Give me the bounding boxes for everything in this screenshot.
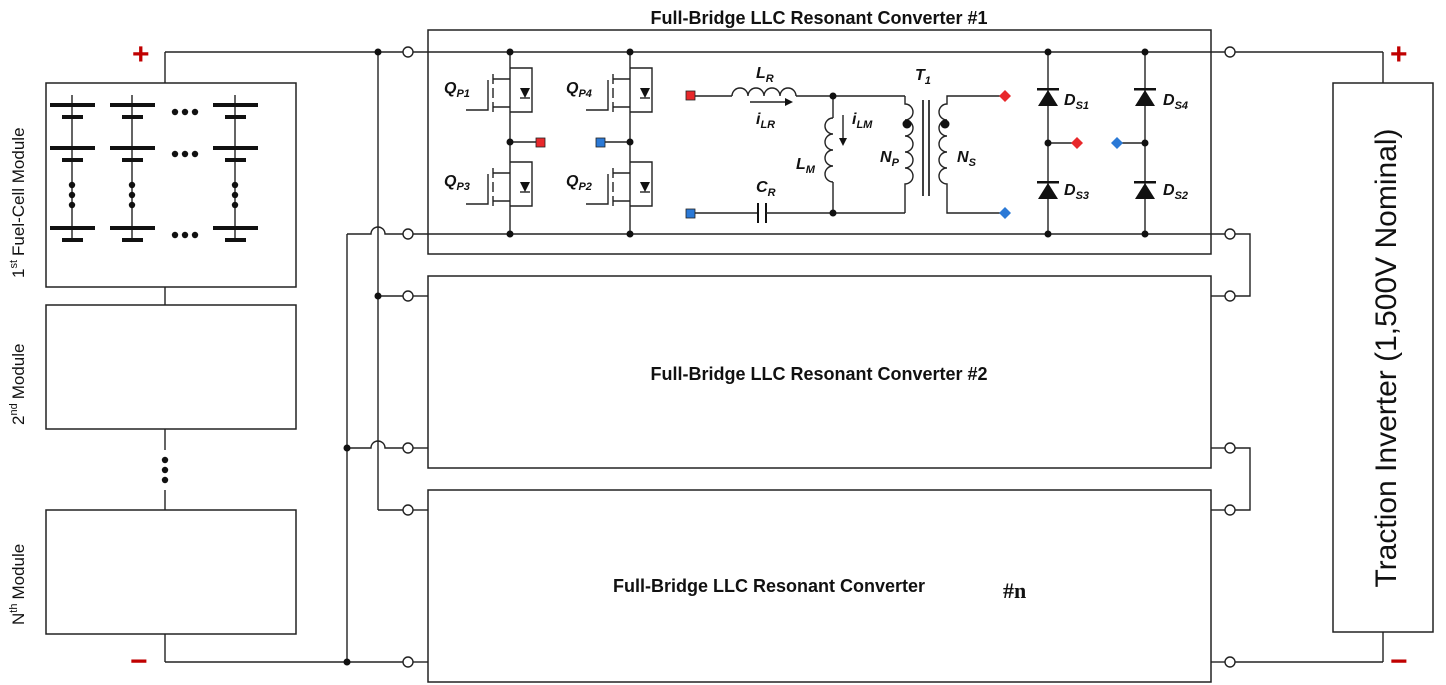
bridge-node-a <box>535 137 546 148</box>
ns-label: NS <box>957 149 977 169</box>
diode-ds3 <box>1038 183 1058 199</box>
bridge-node-b <box>595 137 606 148</box>
sec-node-a <box>999 90 1011 102</box>
lm-label: LM <box>796 156 816 176</box>
np-label: NP <box>880 149 900 169</box>
converter-2-title: Full-Bridge LLC Resonant Converter #2 <box>650 364 987 384</box>
t1-label: T1 <box>915 67 931 87</box>
mosfet-qp1 <box>466 67 533 113</box>
rect-node-b <box>1111 137 1123 149</box>
input-bus <box>164 46 414 668</box>
input-plus-sign: + <box>132 38 150 71</box>
ds2-label: DS2 <box>1163 182 1188 202</box>
output-minus-sign: − <box>1390 645 1408 678</box>
converter-n-title: Full-Bridge LLC Resonant Converter <box>613 576 925 596</box>
converter-1-circuit: QP1 QP4 QP3 QP2 LR iLR iLM LM CR <box>444 48 1188 238</box>
module-2-label: 2ndModule <box>8 344 28 425</box>
mosfet-qp2 <box>586 161 653 207</box>
qp1-label: QP1 <box>444 80 470 100</box>
converter-1-box <box>427 29 1212 255</box>
traction-inverter-label: Traction Inverter (1,500V Nominal) <box>1370 128 1403 587</box>
module-n-label: NthModule <box>8 544 28 625</box>
converter-2-box <box>427 275 1212 469</box>
converter-n-box <box>427 489 1212 683</box>
lr-label: LR <box>756 65 774 85</box>
rect-node-a <box>1071 137 1083 149</box>
qp3-label: QP3 <box>444 173 470 193</box>
output-bus <box>413 46 1384 668</box>
input-minus-sign: − <box>130 645 148 678</box>
inductor-lr <box>731 87 797 97</box>
traction-inverter-box <box>1332 82 1434 633</box>
module-ellipsis <box>161 456 169 484</box>
output-plus-sign: + <box>1390 38 1408 71</box>
fuel-cell-module-1 <box>45 82 297 288</box>
ilr-label: iLR <box>756 111 775 131</box>
ds4-label: DS4 <box>1163 92 1188 112</box>
fuel-cell-module-2 <box>45 304 297 430</box>
mosfet-qp4 <box>586 67 653 113</box>
module-1-label: 1stFuel-Cell Module <box>8 127 28 278</box>
ilm-label: iLM <box>852 111 873 131</box>
sec-node-b <box>999 207 1011 219</box>
cell-array <box>50 95 258 242</box>
ds1-label: DS1 <box>1064 92 1089 112</box>
transformer-t1 <box>902 95 1005 214</box>
qp4-label: QP4 <box>566 80 592 100</box>
mosfet-qp3 <box>466 161 533 207</box>
cr-label: CR <box>756 179 776 199</box>
tank-node-a <box>685 90 696 101</box>
ds3-label: DS3 <box>1064 182 1089 202</box>
diode-ds4 <box>1135 90 1155 106</box>
converter-n-suffix: #n <box>1003 578 1026 603</box>
tank-node-b <box>685 208 696 219</box>
inductor-lm <box>824 117 834 183</box>
diode-ds2 <box>1135 183 1155 199</box>
fuel-cell-module-n <box>45 509 297 635</box>
qp2-label: QP2 <box>566 173 592 193</box>
converter-1-title: Full-Bridge LLC Resonant Converter #1 <box>650 8 987 28</box>
diode-ds1 <box>1038 90 1058 106</box>
